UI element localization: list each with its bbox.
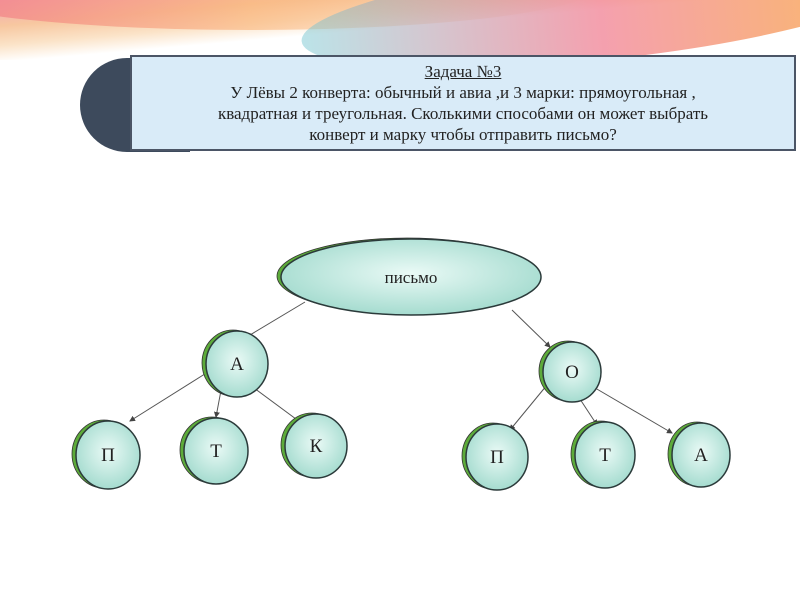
task-box: Задача №3 У Лёвы 2 конверта: обычный и а…: [130, 55, 796, 151]
node-stamp: К: [280, 412, 348, 479]
node-root: письмо: [276, 237, 542, 316]
node-shape: [574, 421, 636, 489]
edge: [249, 384, 301, 423]
node-shape: [465, 423, 529, 491]
node-shape: [183, 417, 249, 485]
decorative-banner: [0, 0, 800, 92]
task-line: У Лёвы 2 конверта: обычный и авиа ,и 3 м…: [230, 83, 696, 102]
edge: [511, 309, 551, 348]
edge: [589, 384, 673, 434]
node-shape: [542, 341, 602, 403]
task-title: Задача №3: [424, 62, 502, 81]
node-label: Т: [599, 445, 611, 466]
node-stamp: Т: [570, 420, 636, 489]
node-shape: [671, 422, 731, 488]
node-label: А: [694, 445, 708, 466]
node-stamp: Т: [179, 416, 249, 485]
edge: [509, 384, 548, 431]
node-label: письмо: [385, 268, 438, 287]
node-label: П: [490, 447, 504, 468]
node-envelope-a: А: [201, 329, 269, 398]
node-label: П: [101, 445, 115, 466]
edge: [244, 301, 306, 339]
node-label: К: [310, 436, 323, 457]
node-label: О: [565, 362, 579, 383]
edge: [129, 371, 209, 422]
node-shape: [75, 420, 141, 490]
node-shape: [284, 413, 348, 479]
node-shape: [205, 330, 269, 398]
node-label: А: [230, 354, 244, 375]
node-label: Т: [210, 441, 222, 462]
node-shape: [280, 238, 542, 316]
task-line: квадратная и треугольная. Сколькими спос…: [217, 104, 709, 123]
node-stamp: П: [461, 422, 529, 491]
task-line: конверт и марку чтобы отправить письмо?: [309, 125, 617, 144]
node-stamp: П: [71, 419, 141, 490]
node-stamp: А: [667, 421, 731, 488]
node-envelope-o: О: [538, 340, 602, 403]
